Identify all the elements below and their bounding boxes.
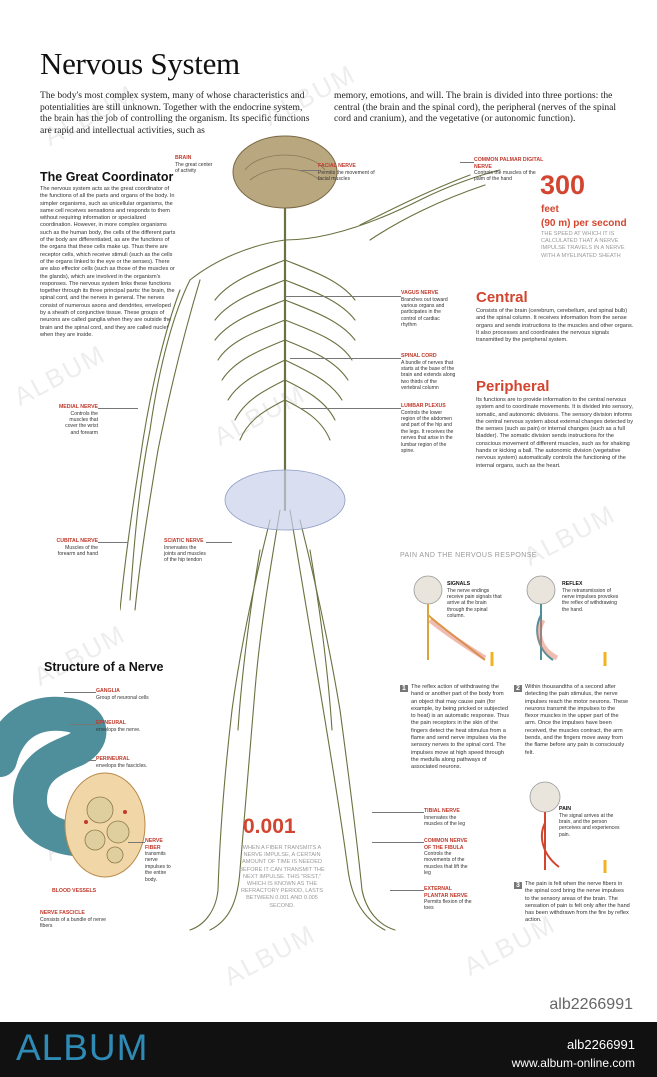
nervous-system-figure [120,135,501,931]
stock-id: alb2266991 [549,996,633,1013]
speed-unit: feet [541,204,559,215]
palmar-nerve-label: COMMON PALMAR DIGITAL NERVE [474,157,544,170]
brain-desc: The great center of activity [175,161,213,174]
vagus-nerve-label: VAGUS NERVE [401,290,439,296]
nerve-fascicle-desc: Consists of a bundle of nerve fibers [40,916,106,929]
signals-illustration [413,575,494,666]
step2-text: Within thousandths of a second after det… [525,684,629,756]
cubital-nerve-label: CUBITAL NERVE [56,538,98,544]
watermark: ALBUM [8,338,111,412]
nerve-fiber-label: NERVE FIBER [145,838,163,851]
perineural-label: PERINEURAL [96,756,130,762]
speed-sub: (90 m) per second [541,218,627,229]
step3-text: The pain is felt when the nerve fibers i… [525,881,630,924]
footer-bar [0,1022,657,1077]
nerve-fascicle-label: NERVE FASCICLE [40,910,85,916]
pain-heading: PAIN AND THE NERVOUS RESPONSE [400,552,537,559]
peripheral-text: Its functions are to provide information… [476,397,634,469]
spinal-cord-desc: A bundle of nerves that starts at the ba… [401,359,456,392]
blood-vessels-label: BLOOD VESSELS [52,888,97,894]
plantar-nerve-desc: Permits flexion of the toes [424,899,472,912]
medial-nerve-desc: Controls the muscles that cover the wris… [65,410,98,436]
signals-desc: The nerve endings receive pain signals t… [447,587,502,620]
pain-illustration [529,781,607,873]
lumbar-plexus-desc: Controls the lower region of the abdomen… [401,409,454,454]
ganglia-desc: Group of neuronal cells [96,694,149,701]
medial-nerve-label: MEDIAL NERVE [58,404,98,410]
structure-heading: Structure of a Nerve [44,660,164,674]
step2-number: 2 [514,685,522,692]
footer-url[interactable]: www.album-online.com [511,1056,635,1070]
central-heading: Central [476,289,528,306]
intro-right: memory, emotions, and will. The brain is… [334,90,617,125]
facial-nerve-label: FACIAL NERVE [318,163,356,169]
refractory-note: WHEN A FIBER TRANSMITS A NERVE IMPULSE, … [239,845,325,909]
footer-id: alb2266991 [567,1037,635,1052]
intro-left: The body's most complex system, many of … [40,90,310,136]
reflex-label: REFLEX [562,581,583,587]
palmar-nerve-desc: Controls the muscles of the palm of the … [474,170,536,183]
peripheral-heading: Peripheral [476,378,550,395]
refractory-number: 0.001 [243,815,296,838]
tibial-nerve-label: TIBIAL NERVE [424,808,460,814]
reflex-illustration [526,575,607,666]
epineural-label: EPINEURAL [96,720,126,726]
speed-note: THE SPEED AT WHICH IT IS CALCULATED THAT… [541,231,625,259]
cubital-nerve-desc: Muscles of the forearm and hand [57,544,98,557]
speed-number: 300 [540,170,586,200]
great-coordinator-heading: The Great Coordinator [40,170,174,184]
sciatic-nerve-desc: Innervates the joints and muscles of the… [164,544,206,564]
ganglia-label: GANGLIA [96,688,120,694]
brain-label: BRAIN [175,155,192,161]
step1-text: The reflex action of withdrawing the han… [411,684,510,771]
epineural-desc: envelops the nerve. [96,726,141,733]
great-coordinator-text: The nervous system acts as the great coo… [40,186,176,338]
step1-number: 1 [400,685,408,692]
tibial-nerve-desc: Innervates the muscles of the leg [424,814,466,827]
lumbar-plexus-label: LUMBAR PLEXUS [401,403,446,409]
reflex-desc: The retransmission of nerve impulses pro… [562,587,619,613]
vagus-nerve-desc: Branches out toward various organs and p… [401,296,448,329]
fibula-nerve-label: COMMON NERVE OF THE FIBULA [424,838,468,851]
fibula-nerve-desc: Controls the movements of the muscles th… [424,851,468,877]
nerve-fiber-desc: transmits nerve impulses to the entire b… [145,851,171,883]
central-text: Consists of the brain (cerebrum, cerebel… [476,308,634,344]
watermark: ALBUM [518,498,621,572]
facial-nerve-desc: Permits the movement of facial muscles [318,169,375,182]
page-title: Nervous System [40,46,240,81]
pain-label: PAIN [559,806,572,812]
footer-logo[interactable]: ALBUM [16,1027,149,1068]
spinal-cord-label: SPINAL CORD [401,353,437,359]
sciatic-nerve-label: SCIATIC NERVE [164,538,204,544]
signals-label: SIGNALS [447,581,471,587]
step3-number: 3 [514,882,522,889]
nerve-structure-illustration [0,696,146,878]
pain-desc: The signal arrives at the brain, and the… [559,812,620,838]
plantar-nerve-label: EXTERNAL PLANTAR NERVE [424,886,468,899]
perineural-desc: envelops the fascicles. [96,762,148,769]
